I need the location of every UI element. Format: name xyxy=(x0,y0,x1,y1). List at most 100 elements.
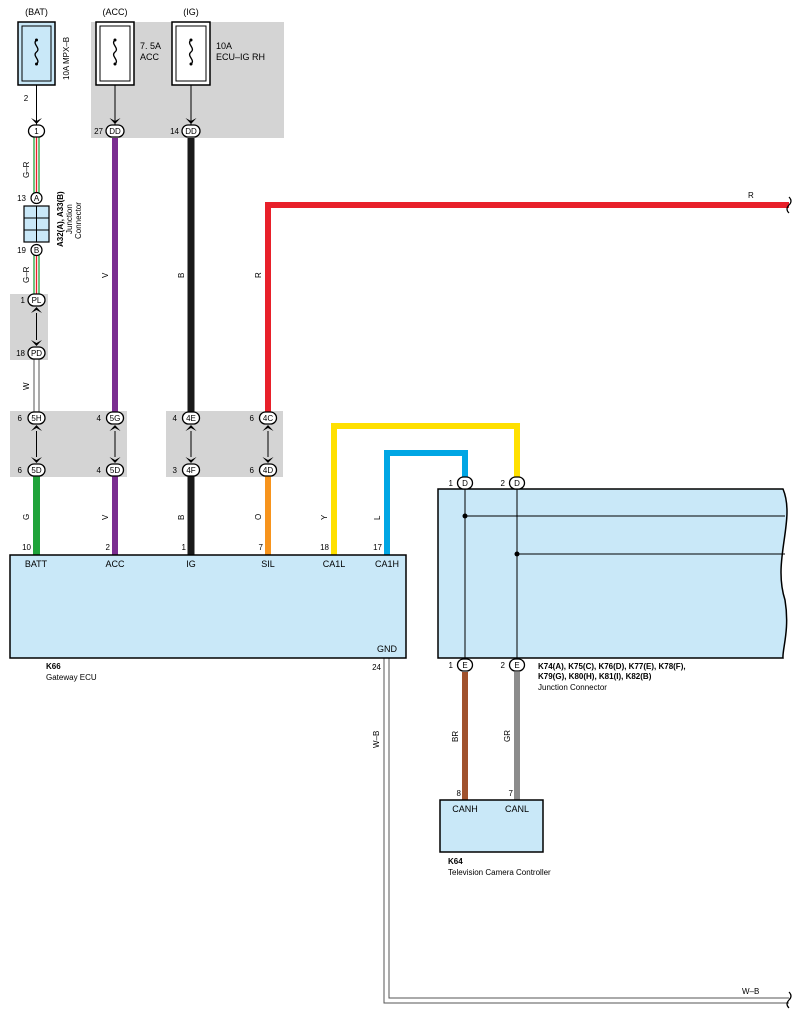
connector-e-1 xyxy=(456,658,474,672)
terminal-ca1l: CA1L xyxy=(323,559,346,569)
k64-name: Television Camera Controller xyxy=(448,868,551,877)
pin-ca1l: 18 xyxy=(320,543,329,552)
connector-dd-ig xyxy=(181,118,201,138)
label-wire-w-b-horizontal: W–B xyxy=(742,987,759,996)
pin-4f: 3 xyxy=(173,466,178,475)
jc-k74-splice-canl xyxy=(514,551,520,557)
fuse-acc xyxy=(95,21,135,86)
pin-4e: 4 xyxy=(173,414,178,423)
gateway-ecu-box xyxy=(9,554,407,659)
jc-a32-a33-name-2: Connector xyxy=(74,202,83,239)
connector-pd-code: PD xyxy=(31,349,42,358)
terminal-canh: CANH xyxy=(452,804,478,814)
connector-4c-code: 4C xyxy=(263,414,273,423)
connector-5g xyxy=(105,411,125,431)
fuse-mpx-b xyxy=(17,21,56,86)
pin-dd-ig: 14 xyxy=(170,127,179,136)
terminal-batt: BATT xyxy=(25,559,48,569)
k66-code: K66 xyxy=(46,662,61,671)
junction-connector-a32-a33 xyxy=(23,191,50,257)
terminal-canl: CANL xyxy=(505,804,529,814)
connector-4e-code: 4E xyxy=(186,414,196,423)
pin-5g: 4 xyxy=(97,414,102,423)
connector-d-2-code: D xyxy=(514,479,520,488)
connector-dd-acc-code: DD xyxy=(109,127,121,136)
label-wire-b-lower: B xyxy=(177,515,186,520)
break-mark-r xyxy=(786,196,792,214)
pin-ig: 1 xyxy=(182,543,187,552)
junction-connector-k74-box xyxy=(437,488,788,659)
connector-5d-b xyxy=(105,457,125,477)
terminal-gnd: GND xyxy=(377,644,398,654)
pin-pd: 18 xyxy=(16,349,25,358)
pin-batt: 10 xyxy=(22,543,31,552)
connector-4c xyxy=(258,411,278,431)
fuse-mpxb-label: 10A MPX–B xyxy=(62,37,71,80)
fuse-ig-amp: 10A xyxy=(216,41,232,51)
wire-g-r-lower xyxy=(33,255,40,296)
label-wire-v-upper: V xyxy=(101,272,110,278)
pin-jc-b: 19 xyxy=(17,246,26,255)
pin-pl: 1 xyxy=(21,296,26,305)
fuse-ig xyxy=(171,21,211,86)
wire-w-b xyxy=(383,658,789,1004)
label-wire-g-r-lower: G–R xyxy=(22,266,31,283)
connector-5d-a-code: 5D xyxy=(31,466,41,475)
terminal-acc: ACC xyxy=(105,559,125,569)
k66-name: Gateway ECU xyxy=(46,673,97,682)
k64-code: K64 xyxy=(448,857,463,866)
connector-dd-acc xyxy=(105,118,125,138)
label-wire-o: O xyxy=(254,514,263,520)
pin-canh: 8 xyxy=(457,789,462,798)
source-acc: (ACC) xyxy=(103,7,128,17)
pin-canl: 7 xyxy=(509,789,514,798)
pin-acc: 2 xyxy=(106,543,111,552)
fuse-acc-name: ACC xyxy=(140,52,160,62)
label-wire-w-b-vertical: W–B xyxy=(372,731,381,748)
label-wire-y: Y xyxy=(320,514,329,520)
label-wire-l: L xyxy=(373,515,382,520)
pin-sil: 7 xyxy=(259,543,264,552)
jc-a32-a33-name-1: Junction xyxy=(65,204,74,234)
source-ig: (IG) xyxy=(183,7,199,17)
wire-l xyxy=(384,450,468,555)
pin-je2: 2 xyxy=(501,661,506,670)
pin-jc-a: 13 xyxy=(17,194,26,203)
connector-5d-a xyxy=(27,457,46,477)
k74-code-line-2: K79(G), K80(H), K81(I), K82(B) xyxy=(538,672,652,681)
pin-ca1h: 17 xyxy=(373,543,382,552)
connector-pl xyxy=(27,293,46,313)
terminal-sil: SIL xyxy=(261,559,275,569)
connector-4e xyxy=(181,411,201,431)
connector-dd-ig-code: DD xyxy=(185,127,197,136)
k74-name: Junction Connector xyxy=(538,683,607,692)
label-wire-g: G xyxy=(22,514,31,520)
connector-5h xyxy=(27,411,46,431)
label-wire-w: W xyxy=(22,382,31,390)
break-mark-w-b xyxy=(786,991,792,1009)
connector-4f xyxy=(181,457,201,477)
label-wire-gr: GR xyxy=(503,730,512,742)
connector-pl-code: PL xyxy=(32,296,42,305)
pin-jd1: 1 xyxy=(449,479,454,488)
label-wire-v-lower: V xyxy=(101,514,110,520)
wire-w xyxy=(33,358,40,413)
pin-gnd: 24 xyxy=(372,663,381,672)
connector-5h-code: 5H xyxy=(31,414,41,423)
source-bat: (BAT) xyxy=(25,7,48,17)
jc-b-code: B xyxy=(34,246,39,255)
pin-bat-fuse: 2 xyxy=(24,94,29,103)
connector-e-2-code: E xyxy=(514,661,519,670)
label-wire-r-vertical: R xyxy=(254,272,263,278)
k74-code-line-1: K74(A), K75(C), K76(D), K77(E), K78(F), xyxy=(538,662,686,671)
connector-1-code: 1 xyxy=(34,127,39,136)
jc-a-code: A xyxy=(34,194,40,203)
connector-1 xyxy=(27,118,46,138)
label-wire-b-upper: B xyxy=(177,273,186,278)
pin-jd2: 2 xyxy=(501,479,506,488)
jc-k74-splice-canh xyxy=(462,513,468,519)
pin-5d-a: 6 xyxy=(18,466,23,475)
connector-e-1-code: E xyxy=(462,661,467,670)
connector-d-1 xyxy=(456,476,474,490)
pin-5h: 6 xyxy=(18,414,23,423)
